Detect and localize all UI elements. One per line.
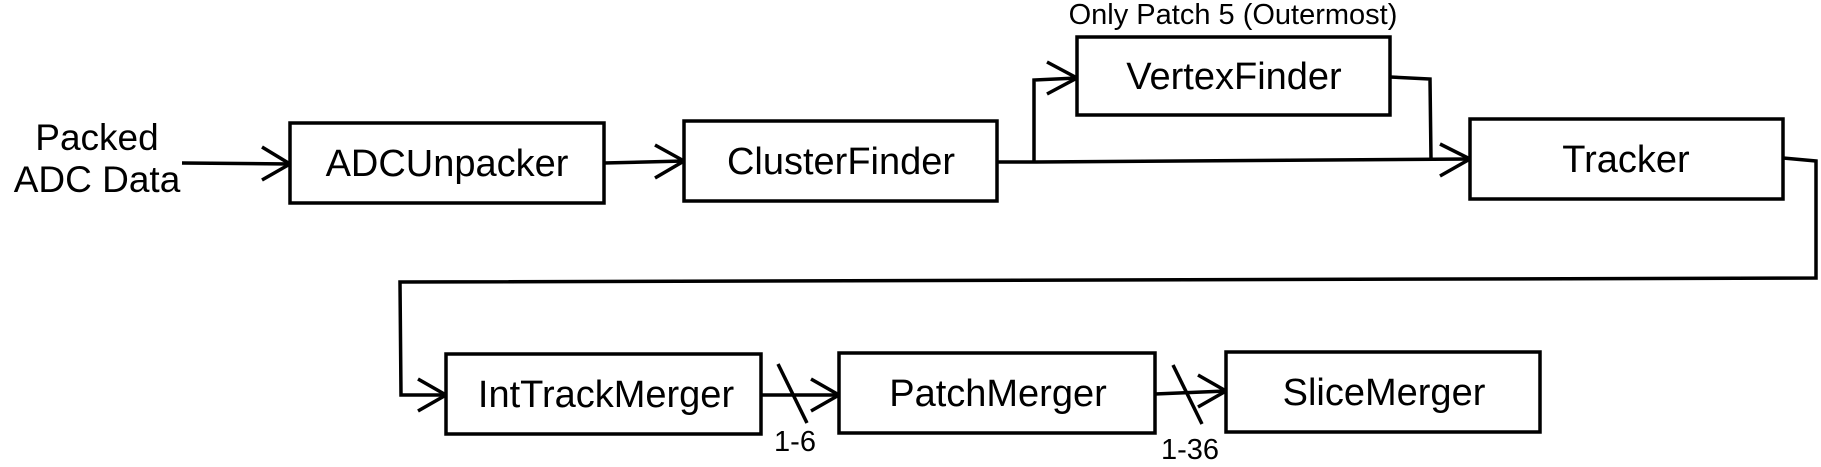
- vertex-finder-note: Only Patch 5 (Outermost): [1069, 0, 1398, 31]
- node-patchmerger: PatchMerger: [837, 351, 1157, 435]
- edge-tracker-inttrackmerger: [398, 156, 1818, 397]
- node-box: [837, 351, 1157, 435]
- input-label-line2: ADC Data: [14, 159, 181, 200]
- bus-slash-1: [776, 363, 809, 424]
- node-vertexfinder: VertexFinder: [1075, 35, 1392, 117]
- node-label: SliceMerger: [1283, 372, 1486, 414]
- node-label: ADCUnpacker: [326, 143, 569, 185]
- node-adcunpacker: ADCUnpacker: [288, 121, 606, 205]
- edge-input-adcunpacker: [181, 161, 291, 166]
- node-label: IntTrackMerger: [478, 374, 735, 416]
- bus-label-1: 1-6: [774, 426, 816, 458]
- node-box: [1075, 35, 1392, 117]
- node-clusterfinder: ClusterFinder: [682, 119, 999, 203]
- node-label: PatchMerger: [889, 373, 1107, 415]
- node-box: [288, 121, 606, 205]
- bus-slash-2: [1171, 364, 1204, 425]
- node-box: [1224, 350, 1542, 434]
- node-inttrackmerger: IntTrackMerger: [444, 352, 763, 436]
- node-slicemerger: SliceMerger: [1224, 350, 1542, 434]
- edge-adcunpacker-clusterfinder: [603, 159, 685, 165]
- node-label: ClusterFinder: [727, 141, 955, 183]
- edge-vertexfinder-tracker: [1389, 75, 1433, 160]
- edge-clusterfinder-tracker: [996, 157, 1471, 164]
- node-label: VertexFinder: [1126, 56, 1342, 98]
- edge-clusterfinder-vertexfinder: [1032, 76, 1078, 162]
- node-box: [444, 352, 763, 436]
- node-label: Tracker: [1562, 139, 1690, 181]
- bus-label-2: 1-36: [1161, 434, 1219, 466]
- node-box: [1468, 117, 1785, 201]
- node-box: [682, 119, 999, 203]
- input-label-line1: Packed: [35, 117, 158, 158]
- node-tracker: Tracker: [1468, 117, 1785, 201]
- edge-patchmerger-slicemerger: [1154, 389, 1227, 396]
